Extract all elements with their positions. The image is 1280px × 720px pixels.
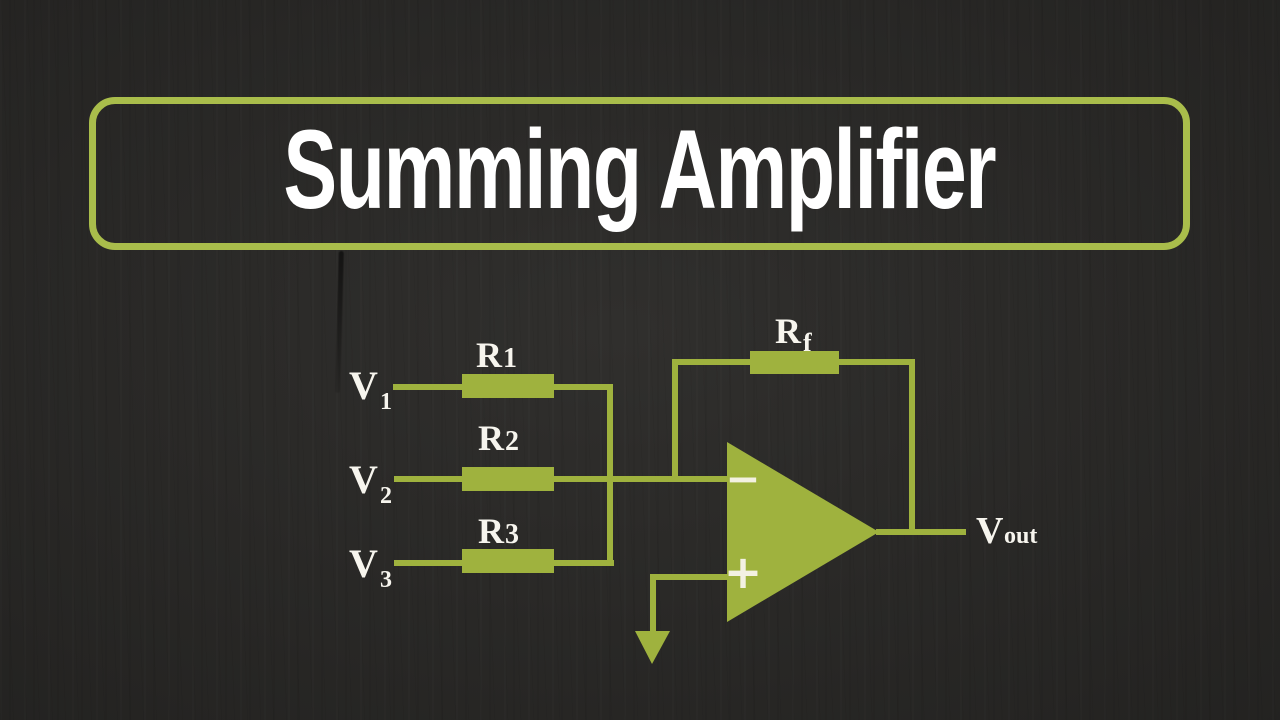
label-rf-sub: f: [803, 328, 812, 357]
label-r1: R 1: [476, 335, 517, 375]
label-v2-main: V: [349, 457, 378, 502]
label-vout-main: V: [976, 510, 1004, 552]
title-box: Summing Amplifier: [89, 97, 1190, 250]
label-v1-main: V: [349, 363, 378, 408]
label-r3: R 3: [478, 511, 519, 551]
resistor-r1-body: [462, 374, 554, 398]
label-r2: R 2: [478, 418, 519, 458]
label-r2-sub: 2: [505, 426, 519, 457]
opamp-inverting-symbol: −: [725, 454, 760, 503]
label-v3-sub: 3: [380, 567, 392, 593]
label-v3: V 3: [349, 541, 392, 593]
label-v3-main: V: [349, 541, 378, 586]
label-r1-sub: 1: [503, 343, 517, 374]
label-vout-sub: out: [1004, 523, 1037, 549]
opamp-triangle: [727, 442, 879, 622]
resistor-r2-body: [462, 467, 554, 491]
label-rf-main: R: [775, 311, 802, 351]
wire-noninverting-to-ground: [650, 574, 727, 633]
label-v2: V 2: [349, 457, 392, 509]
opamp-noninverting-symbol: +: [724, 545, 763, 599]
resistor-rf-body: [750, 351, 839, 374]
label-v1-sub: 1: [380, 389, 392, 415]
title-text: Summing Amplifier: [283, 106, 997, 232]
label-r2-main: R: [478, 418, 505, 458]
label-v1: V 1: [349, 363, 392, 415]
label-r3-main: R: [478, 511, 505, 551]
label-rf: R f: [775, 311, 812, 357]
label-vout: V out: [976, 510, 1037, 552]
label-v2-sub: 2: [380, 483, 392, 509]
label-r3-sub: 3: [505, 519, 519, 550]
ground-arrow-icon: [635, 631, 670, 664]
resistor-r3-body: [462, 549, 554, 573]
label-r1-main: R: [476, 335, 503, 375]
